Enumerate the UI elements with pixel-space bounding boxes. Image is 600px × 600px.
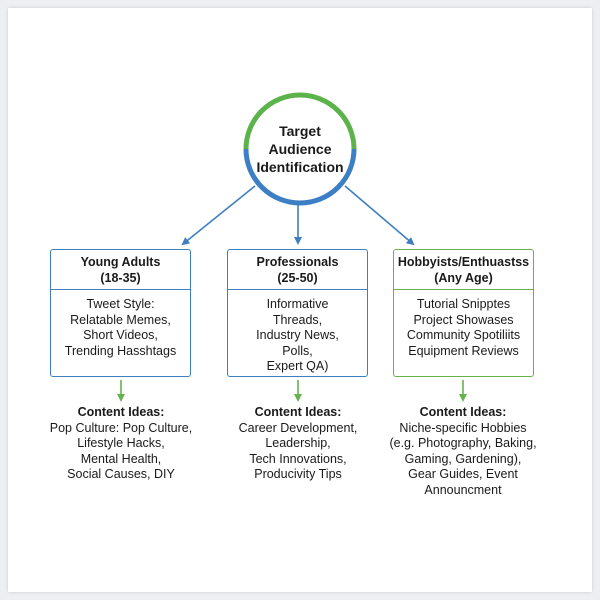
segment-body: Tutorial Snipptes Project Showases Commu… — [394, 290, 533, 359]
content-ideas-title: Content Ideas: — [77, 405, 165, 419]
content-ideas-young-adults: Content Ideas: Pop Culture: Pop Culture,… — [36, 405, 206, 483]
segment-box-professionals: Professionals (25-50) Informative Thread… — [227, 249, 368, 377]
segment-body-line: Threads, — [272, 312, 323, 327]
segment-header: Hobbyists/Enthuastss (Any Age) — [394, 250, 533, 290]
content-idea-line: Tech Innovations, — [249, 451, 347, 466]
content-idea-line: Mental Health, — [80, 451, 162, 466]
root-node: Target Audience Identification — [244, 93, 356, 205]
segment-body-line: Tutorial Snipptes — [416, 297, 511, 311]
root-line: Audience — [268, 141, 332, 157]
segment-body-line: Industry News, — [256, 328, 339, 342]
segment-body-line: Trending Hasshtags — [64, 343, 177, 358]
segment-header: Professionals (25-50) — [228, 250, 367, 290]
segment-title: Hobbyists/Enthuastss — [397, 254, 530, 269]
content-idea-line: Niche-specific Hobbies — [399, 420, 527, 435]
segment-body-line: Polls, — [282, 343, 313, 358]
content-idea-line: (e.g. Photography, Baking, — [389, 436, 537, 450]
arrow-to-hobbyists — [344, 185, 415, 246]
content-idea-line: Pop Culture: Pop Culture, — [49, 420, 193, 435]
segment-body: Informative Threads, Industry News, Poll… — [228, 290, 367, 375]
segment-body-line: Community Spotiliits — [406, 328, 521, 342]
segment-box-hobbyists: Hobbyists/Enthuastss (Any Age) Tutorial … — [393, 249, 534, 377]
segment-title: Young Adults — [80, 254, 161, 269]
segment-header: Young Adults (18-35) — [51, 250, 190, 290]
content-idea-line: Leadership, — [265, 436, 331, 450]
root-line: Identification — [256, 159, 344, 175]
content-ideas-title: Content Ideas: — [419, 405, 507, 419]
segment-body-line: Tweet Style: — [86, 297, 155, 311]
root-line: Target — [279, 123, 321, 139]
segment-body: Tweet Style: Relatable Memes, Short Vide… — [51, 290, 190, 359]
segment-box-young-adults: Young Adults (18-35) Tweet Style: Relata… — [50, 249, 191, 377]
segment-body-line: Relatable Memes, — [70, 312, 171, 327]
segment-body-line: Short Videos, — [83, 328, 158, 342]
segment-body-line: Equipment Reviews — [408, 343, 519, 358]
content-idea-line: Lifestyle Hacks, — [77, 436, 165, 450]
segment-body-line: Informative — [266, 297, 329, 311]
segment-age-range: (Any Age) — [434, 270, 493, 285]
segment-body-line: Project Showases — [413, 312, 514, 327]
content-ideas-hobbyists: Content Ideas: Niche-specific Hobbies (e… — [378, 405, 548, 498]
content-idea-line: Gear Guides, Event — [408, 467, 518, 481]
content-idea-line: Gaming, Gardening), — [404, 451, 522, 466]
segment-age-range: (18-35) — [100, 270, 141, 285]
content-idea-line: Career Development, — [238, 420, 358, 435]
content-idea-line: Producivity Tips — [254, 467, 342, 481]
root-ring-bottom — [243, 148, 357, 206]
root-ring-top — [243, 92, 357, 150]
arrow-to-young-adults — [181, 185, 256, 246]
content-idea-line: Social Causes, DIY — [67, 467, 175, 481]
content-ideas-title: Content Ideas: — [254, 405, 342, 419]
segment-title: Professionals — [256, 254, 339, 269]
content-idea-line: Announcment — [424, 482, 502, 497]
segment-age-range: (25-50) — [277, 270, 318, 285]
segment-body-line: Expert QA) — [266, 359, 329, 373]
content-ideas-professionals: Content Ideas: Career Development, Leade… — [213, 405, 383, 483]
